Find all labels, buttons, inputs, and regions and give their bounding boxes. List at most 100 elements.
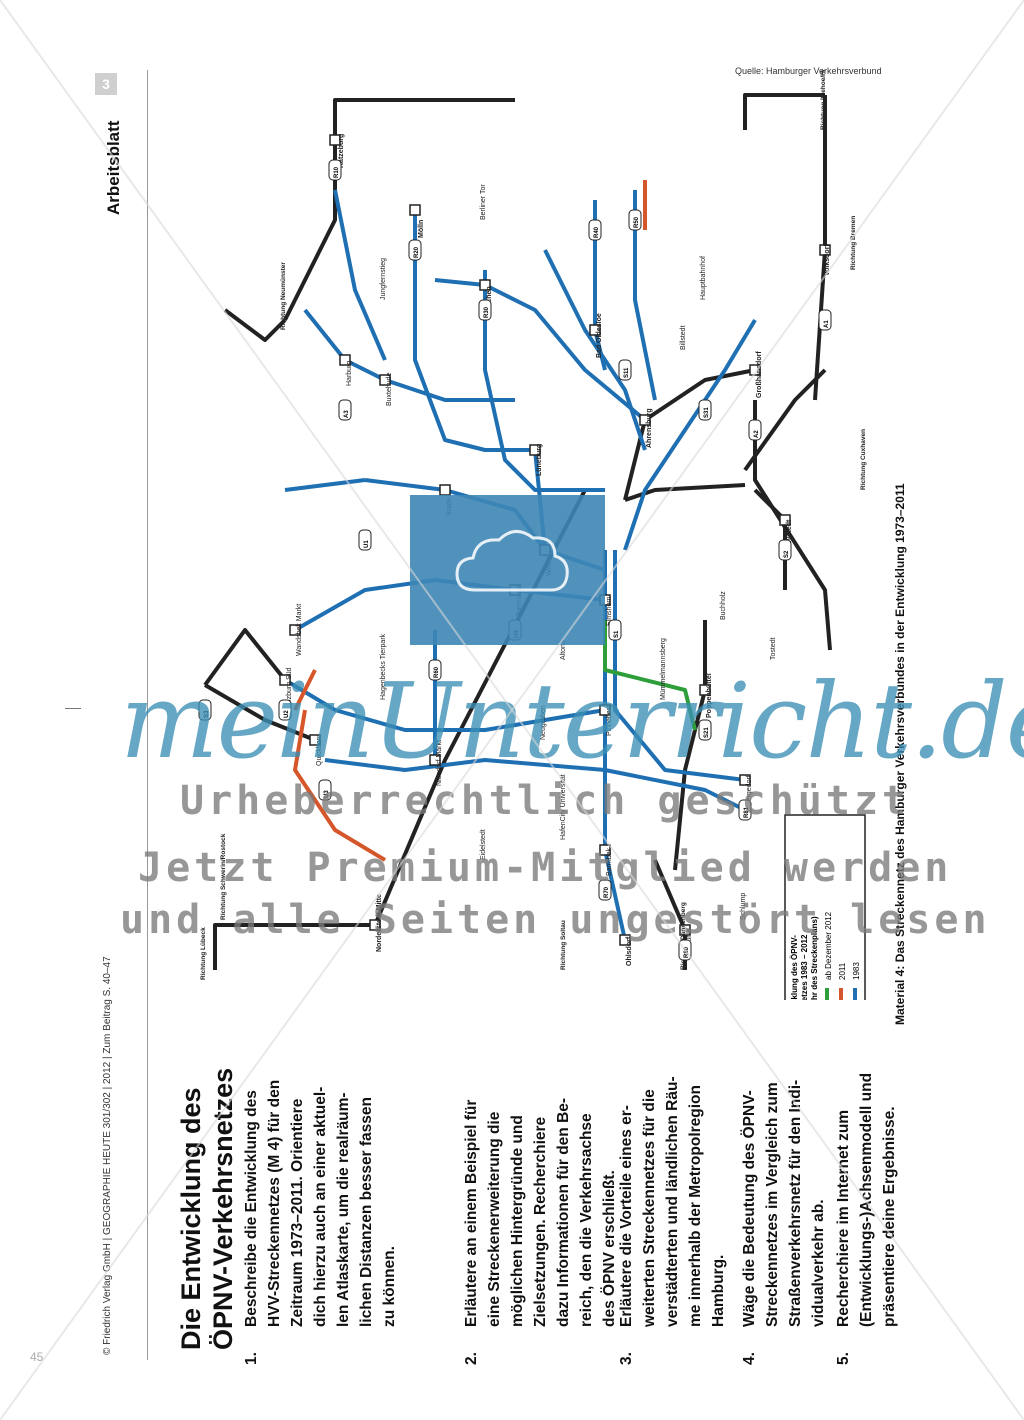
- line-badge: S3: [198, 699, 212, 721]
- line-badge-box: [738, 799, 752, 821]
- watermark-line-2: Jetzt Premium-Mitglied werden: [138, 845, 953, 891]
- station-label: Tostedt: [770, 637, 777, 660]
- station-marker: [429, 754, 441, 766]
- line-badge: R30: [478, 299, 492, 321]
- regional-line: [623, 368, 756, 501]
- station-marker: [779, 514, 791, 526]
- line-badge-box: [818, 309, 832, 331]
- direction-label: Richtung Schwerin/Rostock: [220, 833, 227, 920]
- line-badge-label: A3: [344, 410, 350, 418]
- rapid-line: [623, 318, 757, 551]
- regional-line: [203, 683, 316, 742]
- station-marker: [479, 279, 491, 291]
- line-badge: R81: [738, 799, 752, 821]
- station-marker: [379, 374, 391, 386]
- station-label: Mölln: [418, 220, 425, 238]
- line-badge-box: [628, 209, 642, 231]
- rapid-line: [604, 768, 746, 812]
- line-badge-box: [358, 529, 372, 551]
- line-badge-label: A2: [754, 430, 760, 438]
- station-label: Buchholz: [720, 591, 727, 620]
- line-badge: U3: [318, 779, 332, 801]
- legend-title-1: Die Entwicklung des ÖPNV-: [790, 935, 799, 1000]
- rapid-line: [333, 189, 387, 361]
- line-badge: S21: [698, 719, 712, 741]
- line-badge: R70: [598, 879, 612, 901]
- line-badge: S1: [608, 619, 622, 641]
- line-badge: S31: [698, 399, 712, 421]
- regional-line: [333, 98, 515, 140]
- rapid-line: [543, 249, 647, 451]
- legend-label-red: 2011: [838, 962, 847, 980]
- watermark-line-3: und alle Seiten ungestört lesen: [120, 897, 991, 943]
- station-marker: [589, 324, 601, 336]
- line-badge-label: S11: [624, 367, 630, 378]
- station-marker: [679, 924, 691, 936]
- line-badge: U1: [358, 529, 372, 551]
- station-label: Großhansdorf: [756, 351, 763, 398]
- station-marker: [329, 134, 341, 146]
- rapid-line: [283, 678, 606, 732]
- line-badge-box: [608, 619, 622, 641]
- source-label: Quelle: Hamburger Verkehrsverbund: [735, 66, 882, 76]
- cloud-icon: [455, 530, 569, 592]
- station-marker: [369, 919, 381, 931]
- station-label: Lüneburg: [536, 444, 543, 476]
- regional-line: [743, 93, 825, 130]
- station-marker: [279, 674, 291, 686]
- line-badge-box: [588, 219, 602, 241]
- station-label: Altona: [560, 640, 567, 660]
- cloud-overlay: [410, 495, 605, 645]
- line-badge-label: R50: [634, 216, 640, 228]
- direction-label: Richtung Neumünster: [280, 262, 287, 330]
- station-label: Ohlsdorf: [626, 936, 633, 966]
- station-marker: [819, 244, 831, 256]
- line-badge-box: [478, 299, 492, 321]
- rapid-line: [434, 278, 647, 422]
- direction-label: Richtung Cuxhaven: [860, 429, 867, 490]
- line-badge-box: [618, 359, 632, 381]
- station-label: Volksdorf: [824, 244, 831, 276]
- station-label: Buxtehude: [386, 372, 393, 406]
- station-label: Norderstedt Mitte: [376, 894, 383, 952]
- line-badge: R50: [628, 209, 642, 231]
- line-badge-label: U2: [284, 710, 290, 718]
- direction-label: Richtung Soltau: [560, 920, 567, 970]
- line-badge: A2: [748, 419, 762, 441]
- regional-line: [624, 483, 746, 502]
- station-label: Hagenbecks Tierpark: [380, 633, 387, 700]
- legend-title-3: (jeweils Jahr des Streckenplans): [810, 916, 819, 1000]
- extension-line-2011: [293, 669, 317, 711]
- station-label: Barmbek: [606, 847, 613, 876]
- direction-label: Richtung Itzehoe/Husum: [820, 70, 827, 130]
- line-badge-box: [698, 719, 712, 741]
- station-marker: [599, 704, 611, 716]
- line-badge-box: [698, 399, 712, 421]
- station-marker: [699, 684, 711, 696]
- legend-label-green: ab Dezember 2012: [824, 911, 833, 980]
- rapid-line: [483, 270, 605, 492]
- line-badge-label: R40: [594, 226, 600, 238]
- line-badge-box: [778, 539, 792, 561]
- direction-label: Richtung Lübeck: [200, 927, 207, 980]
- station-marker: [739, 774, 751, 786]
- station-label: Bad Oldesloe: [596, 313, 603, 358]
- line-badge-label: S3: [204, 710, 210, 718]
- sheet-number-badge: 3: [95, 73, 117, 95]
- regional-line: [213, 923, 375, 970]
- station-label: Hauptbahnhof: [700, 256, 707, 300]
- station-label: Wandsbek Markt: [296, 604, 303, 656]
- legend: Die Entwicklung des ÖPNV- Verkehrsnetzes…: [784, 814, 866, 1000]
- station-label: Büchen: [486, 286, 493, 312]
- legend-title-2: Verkehrsnetzes 1983 – 2012: [800, 934, 809, 1000]
- line-badge-label: S31: [704, 407, 710, 418]
- fold-tick: [65, 708, 81, 709]
- station-label: Ahrensburg: [646, 408, 653, 448]
- station-label: Mümmelmannsberg: [660, 638, 667, 700]
- margin-rule: [147, 70, 148, 1360]
- line-badge-box: [278, 699, 292, 721]
- line-badge-label: R60: [434, 666, 440, 678]
- regional-line: [203, 628, 287, 687]
- line-badge-label: S1: [614, 630, 620, 638]
